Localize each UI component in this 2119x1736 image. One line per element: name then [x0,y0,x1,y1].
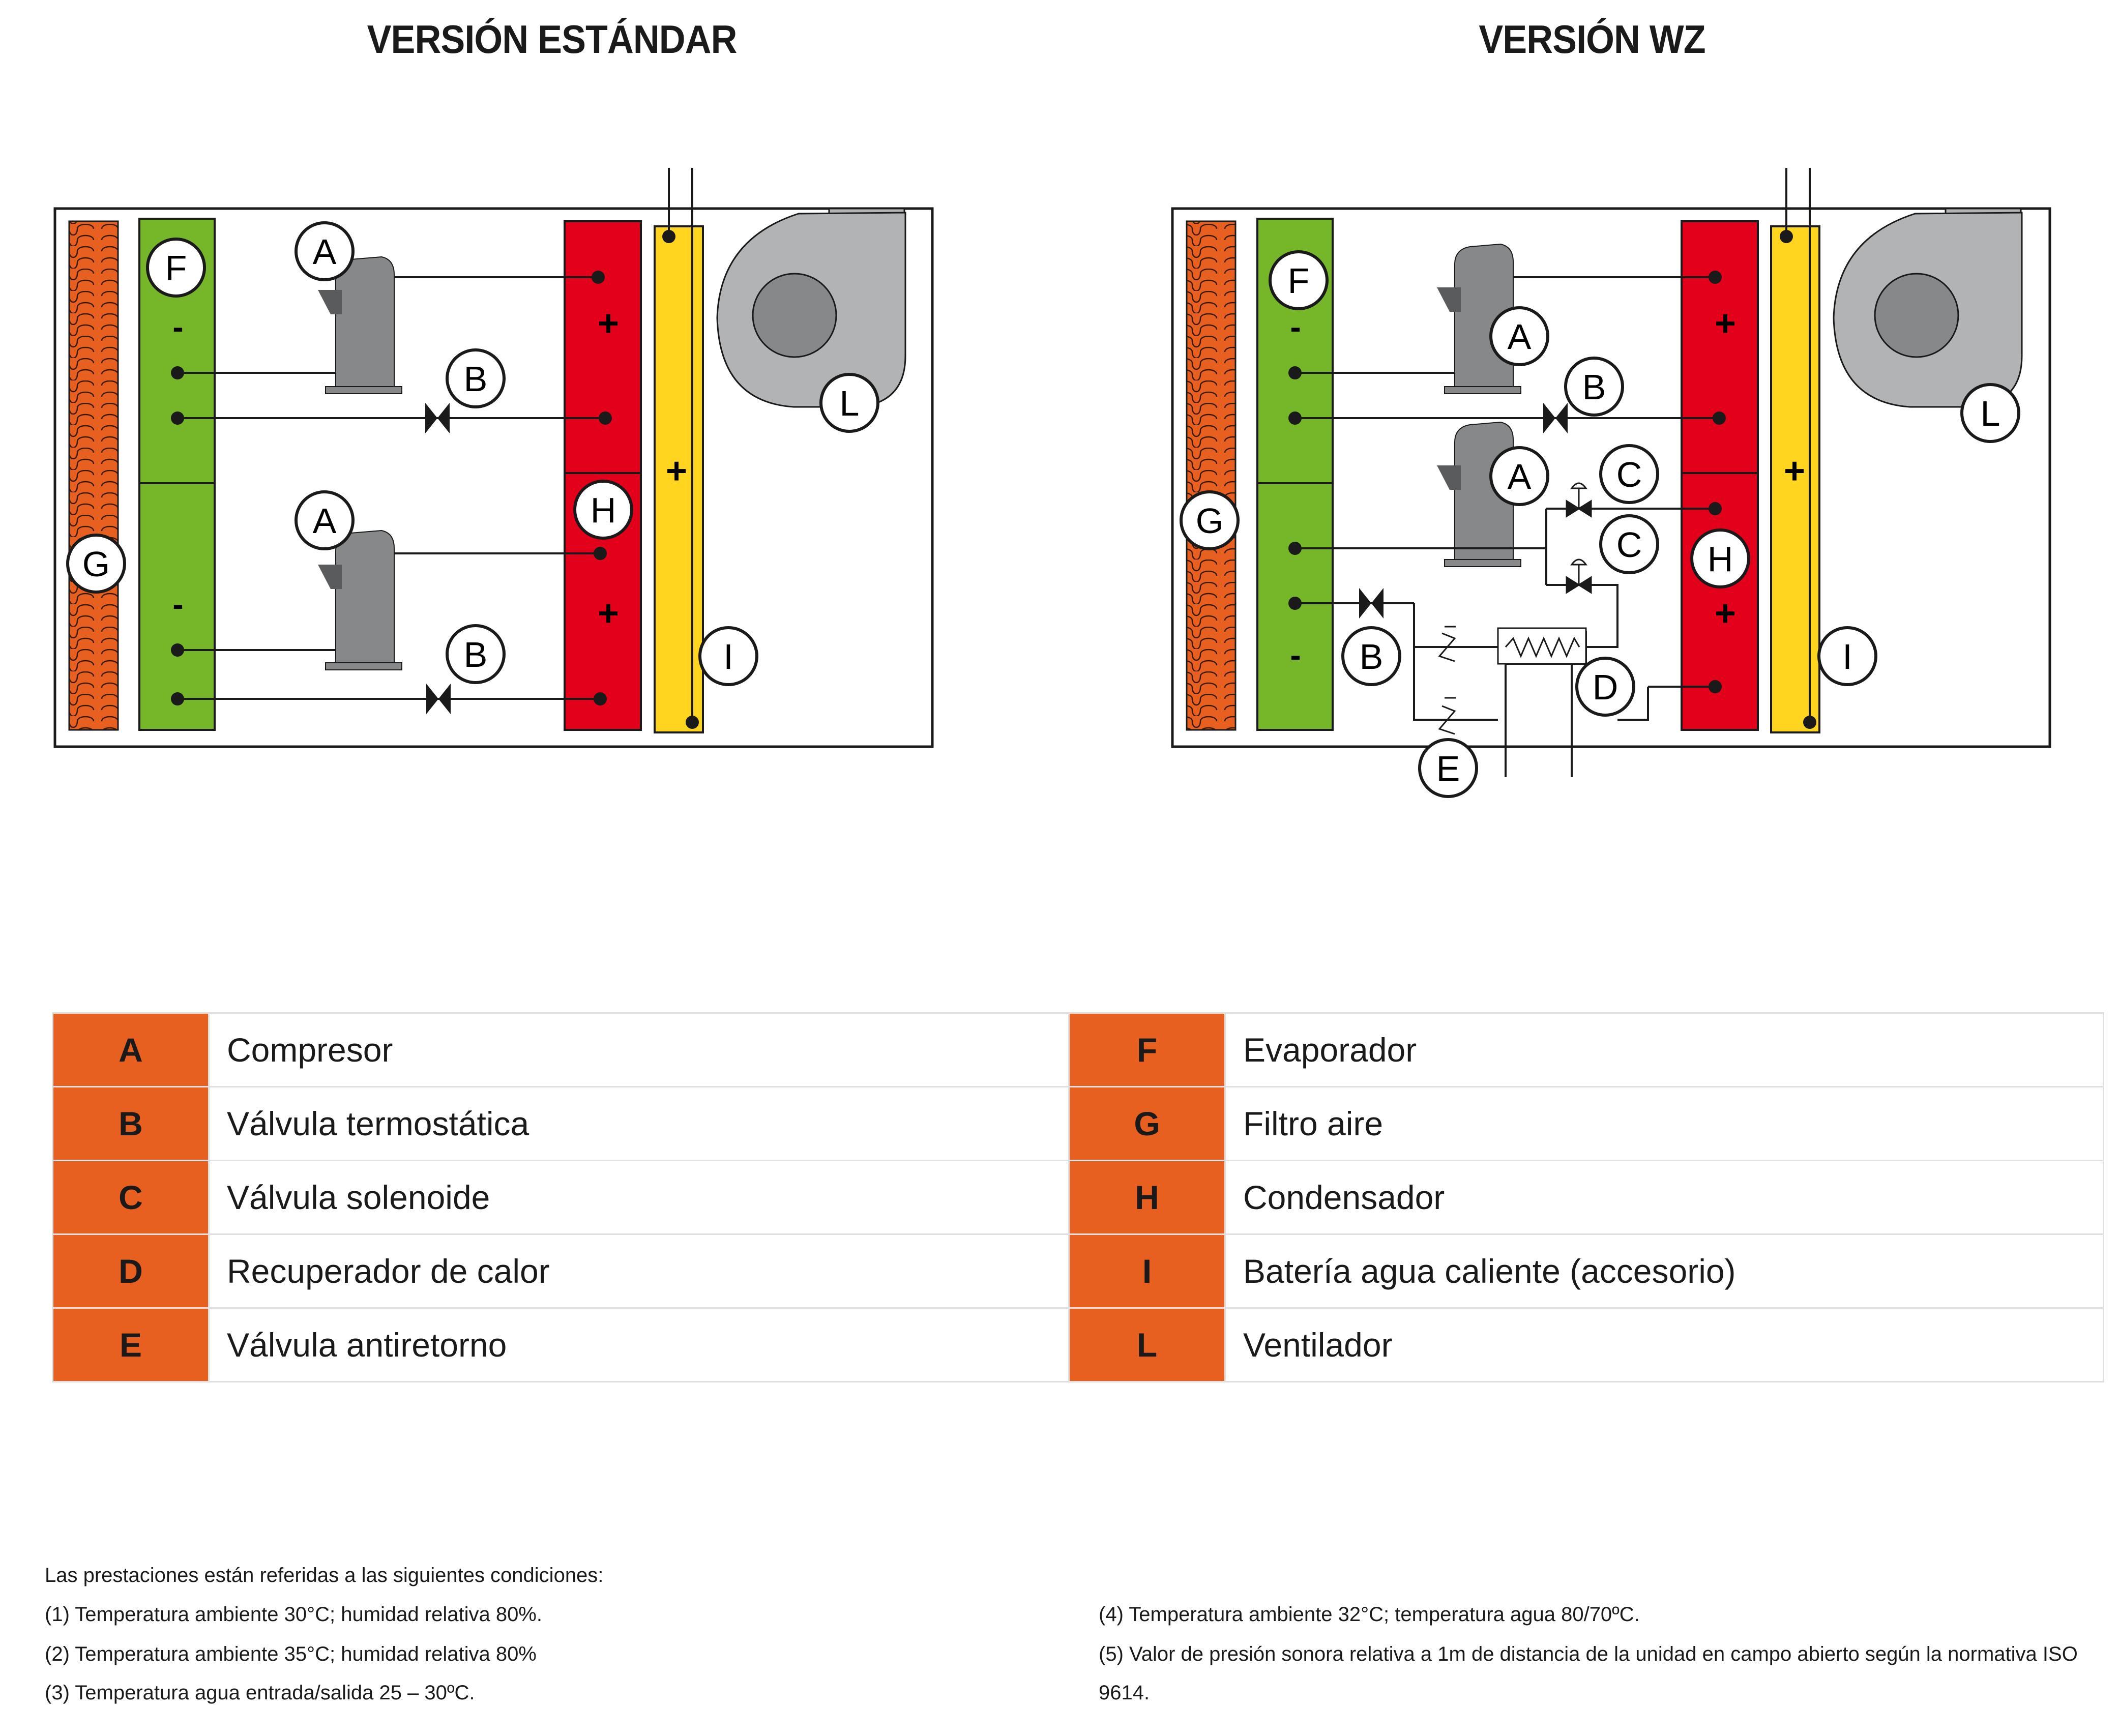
label-F: F [1288,261,1310,301]
solenoid-valve [1566,558,1592,594]
standard-diagram: - - + + + F A B L A H G B I [53,168,934,748]
expansion-valve [1359,588,1384,619]
note-1: (1) Temperatura ambiente 30°C; humidad r… [45,1603,542,1626]
label-G: G [82,544,110,584]
air-filter [68,220,119,731]
label-I: I [1842,637,1852,676]
label-L: L [1981,394,2000,433]
legend-description: Válvula termostática [208,1086,1088,1161]
plus-mark: + [598,303,619,344]
label-B: B [464,359,488,399]
label-F: F [165,248,187,288]
minus-mark: - [1290,309,1301,345]
legend-key: L [1068,1307,1226,1382]
compressor-top [318,256,402,394]
condenser-coil-top [564,220,642,474]
label-G: G [1196,501,1223,541]
legend-description: Válvula antiretorno [208,1307,1088,1382]
legend-description: Condensador [1224,1160,2104,1235]
note-4: (4) Temperatura ambiente 32°C; temperatu… [1099,1603,1640,1626]
minus-mark: - [1290,637,1301,673]
schematic-diagrams: - - + + + F A B L A H G B I [53,168,2051,798]
compressor-bottom [318,529,402,670]
note-3: (3) Temperatura agua entrada/salida 25 –… [45,1682,475,1704]
legend-description: Evaporador [1224,1012,2104,1087]
legend-description: Filtro aire [1224,1086,2104,1161]
label-H: H [591,490,616,530]
label-E: E [1436,749,1460,788]
plus-mark: + [666,451,687,491]
legend-key: E [52,1307,210,1382]
plus-mark: + [1784,451,1805,491]
label-I: I [723,637,733,676]
notes-intro: Las prestaciones están referidas a las s… [45,1564,604,1586]
heat-recovery-exchanger [1497,627,1587,665]
minus-mark: - [172,309,183,345]
title-wz: VERSIÓN WZ [1479,17,1705,62]
label-B: B [1360,637,1384,676]
label-L: L [840,384,860,423]
legend-description: Compresor [208,1012,1088,1087]
note-2: (2) Temperatura ambiente 35°C; humidad r… [45,1643,537,1665]
label-A: A [1508,457,1532,496]
label-A: A [313,232,337,272]
expansion-valve [1543,403,1568,433]
legend-description: Válvula solenoide [208,1160,1088,1235]
legend-row: H Condensador [1068,1160,2104,1235]
legend-key: F [1068,1012,1226,1087]
fan [1833,208,2023,408]
plus-mark: + [598,593,619,634]
legend-row: I Batería agua caliente (accesorio) [1068,1233,2104,1309]
legend-row: D Recuperador de calor [52,1233,1088,1309]
label-A: A [313,501,337,541]
label-C: C [1616,525,1642,565]
legend-key: H [1068,1160,1226,1235]
legend-description: Batería agua caliente (accesorio) [1224,1233,2104,1309]
expansion-valve-top [425,403,450,433]
note-5-continued: 9614. [1099,1682,1150,1704]
label-C: C [1616,455,1642,494]
hot-water-coil [654,225,704,733]
label-B: B [1582,367,1606,407]
evaporator-coil-bottom [138,482,216,731]
legend-row: G Filtro aire [1068,1086,2104,1161]
legend-key: B [52,1086,210,1161]
legend-key: D [52,1233,210,1309]
legend-row: A Compresor [52,1012,1088,1087]
title-standard: VERSIÓN ESTÁNDAR [367,17,738,62]
hot-water-coil [1770,225,1820,733]
check-valve [1424,697,1459,735]
label-D: D [1593,667,1618,707]
legend-table-left: A Compresor B Válvula termostática C Vál… [52,1012,1088,1382]
wz-diagram: - - + + + F A B L A C G C H B I D E [1171,168,2051,798]
legend-row: C Válvula solenoide [52,1160,1088,1235]
legend-row: L Ventilador [1068,1307,2104,1382]
legend-key: C [52,1160,210,1235]
expansion-valve-bottom [426,684,451,714]
condenser-coil-top [1681,220,1759,474]
fan [716,208,906,408]
label-A: A [1508,317,1532,357]
air-filter [1186,220,1237,731]
note-5: (5) Valor de presión sonora relativa a 1… [1099,1643,2078,1665]
legend-row: B Válvula termostática [52,1086,1088,1161]
check-valve [1424,626,1459,662]
legend-table-right: F Evaporador G Filtro aire H Condensador… [1068,1012,2104,1382]
plus-mark: + [1715,593,1736,634]
label-H: H [1708,539,1733,579]
label-B: B [464,635,488,674]
legend-row: F Evaporador [1068,1012,2104,1087]
legend-description: Ventilador [1224,1307,2104,1382]
plus-mark: + [1715,303,1736,344]
minus-mark: - [172,586,183,623]
solenoid-valve [1566,482,1592,518]
legend-row: E Válvula antiretorno [52,1307,1088,1382]
legend-key: A [52,1012,210,1087]
legend-description: Recuperador de calor [208,1233,1088,1309]
legend-key: G [1068,1086,1226,1161]
legend-key: I [1068,1233,1226,1309]
